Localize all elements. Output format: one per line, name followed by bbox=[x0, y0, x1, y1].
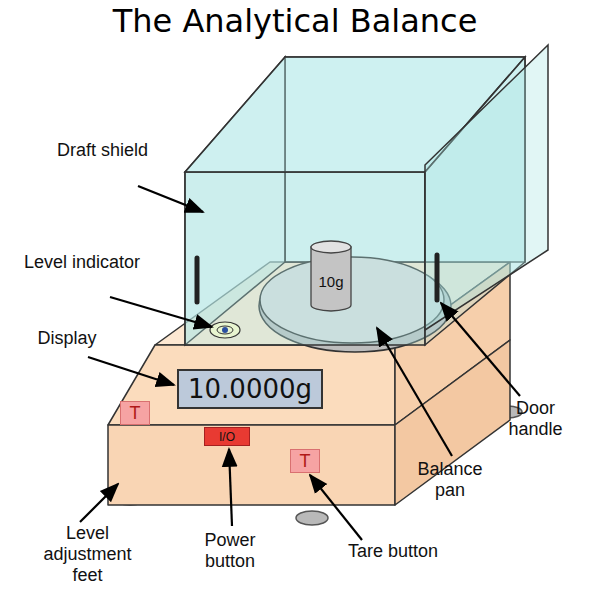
draft-shield bbox=[185, 45, 548, 345]
part-label: Level adjustment feet bbox=[30, 523, 145, 586]
part-label: Level indicator bbox=[22, 252, 142, 273]
part-label: Display bbox=[22, 328, 112, 349]
weight-cylinder: 10g bbox=[310, 240, 352, 312]
part-label: Power button bbox=[180, 530, 280, 572]
title: The Analytical Balance bbox=[0, 2, 590, 40]
part-label: Tare button bbox=[318, 541, 468, 562]
node-text: T bbox=[300, 451, 311, 472]
node-text: I/O bbox=[219, 430, 235, 444]
level-indicator bbox=[210, 322, 240, 338]
weight-body bbox=[311, 247, 351, 311]
part-label: Door handle bbox=[488, 398, 583, 440]
weight-top bbox=[311, 241, 351, 253]
node-text: 10g bbox=[318, 273, 343, 290]
part-label: Balance pan bbox=[400, 459, 500, 501]
tare-button: T bbox=[120, 401, 150, 425]
part-label: Draft shield bbox=[55, 140, 150, 161]
display-screen: 10.0000g bbox=[177, 369, 323, 409]
tare-button: T bbox=[290, 449, 320, 473]
leader-line bbox=[80, 186, 520, 540]
node-text: T bbox=[130, 403, 141, 424]
node-text: 10.0000g bbox=[188, 374, 312, 404]
power-button: I/O bbox=[204, 427, 250, 446]
